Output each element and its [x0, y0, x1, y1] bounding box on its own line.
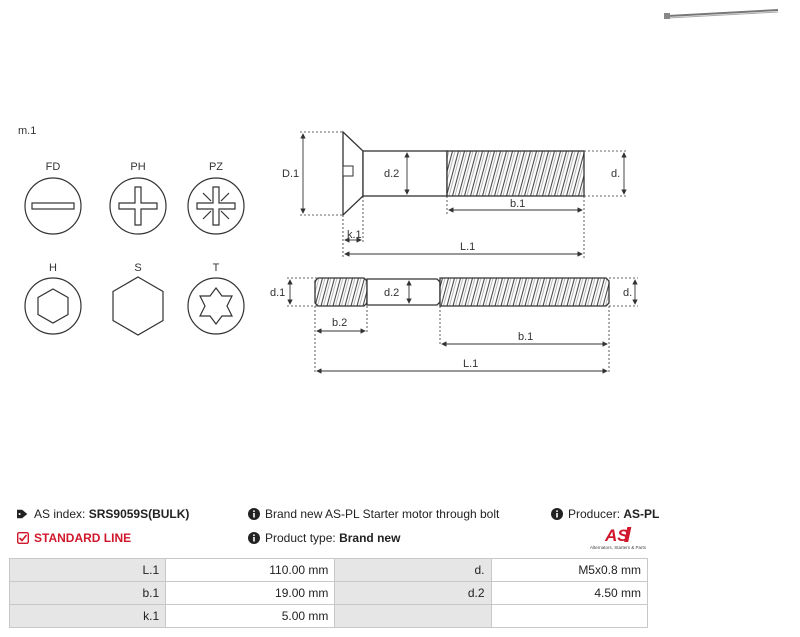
- phillips-head-icon: [109, 177, 167, 235]
- spec-value: [490, 604, 649, 628]
- dim-b1-label: b.1: [510, 198, 525, 210]
- head-type-ph-label: PH: [130, 161, 145, 173]
- checkbox-checked-icon: [17, 532, 29, 544]
- spec-value: 110.00 mm: [165, 558, 336, 582]
- spec-key: L.1: [8, 558, 167, 582]
- svg-text:Alternators, Starters & Parts: Alternators, Starters & Parts: [590, 545, 647, 550]
- spec-key: [334, 604, 492, 628]
- pozidriv-head-icon: [187, 177, 245, 235]
- hex-socket-head-icon: [24, 277, 82, 335]
- head-type-pz-label: PZ: [209, 161, 223, 173]
- dim-d-label: d.: [611, 168, 620, 180]
- slotted-head-icon: [24, 177, 82, 235]
- spec-key: d.2: [334, 581, 492, 605]
- head-type-fd-label: FD: [46, 161, 61, 173]
- head-type-t-label: T: [213, 262, 220, 274]
- spec-value: 4.50 mm: [490, 581, 649, 605]
- bolt-stud-drawing: [314, 277, 610, 307]
- standard-line-label: STANDARD LINE: [34, 531, 132, 545]
- standard-line-badge: STANDARD LINE: [17, 531, 131, 545]
- product-description: Brand new AS-PL Starter motor through bo…: [248, 507, 499, 521]
- head-type-s-label: S: [134, 262, 141, 274]
- specs-table: L.1 110.00 mm d. M5x0.8 mm b.1 19.00 mm …: [8, 558, 649, 628]
- as-index-label: AS index:: [34, 507, 86, 521]
- dim-L1-label-bottom: L.1: [463, 358, 478, 370]
- spec-key: b.1: [8, 581, 167, 605]
- table-row: k.1 5.00 mm: [8, 604, 649, 628]
- spec-value: 5.00 mm: [165, 604, 336, 628]
- description-text: Brand new AS-PL Starter motor through bo…: [265, 507, 500, 521]
- info-icon: [248, 532, 260, 544]
- product-type-label: Product type:: [265, 531, 336, 545]
- svg-text:AS: AS: [604, 526, 629, 545]
- dim-L1-label: L.1: [460, 241, 475, 253]
- as-pl-logo: AS Alternators, Starters & Parts: [583, 524, 653, 552]
- dim-d2-label-bottom: d.2: [384, 287, 399, 299]
- producer: Producer: AS-PL: [551, 507, 659, 521]
- spec-value: M5x0.8 mm: [490, 558, 649, 582]
- head-types: FD PH PZ H S T: [46, 161, 224, 274]
- producer-label: Producer:: [568, 507, 621, 521]
- hex-head-icon: [112, 276, 164, 336]
- table-row: b.1 19.00 mm d.2 4.50 mm: [8, 581, 649, 605]
- dim-k1-label: k.1: [347, 229, 362, 241]
- product-thumbnail: [664, 9, 779, 19]
- technical-drawing: m.1 FD PH PZ H S T: [18, 9, 779, 374]
- dim-b1-label-bottom: b.1: [518, 331, 533, 343]
- product-type: Product type: Brand new: [248, 531, 400, 545]
- spec-value: 19.00 mm: [165, 581, 336, 605]
- table-row: L.1 110.00 mm d. M5x0.8 mm: [8, 558, 649, 582]
- dim-d1-label: d.1: [270, 287, 285, 299]
- as-index-value: SRS9059S(BULK): [88, 507, 190, 521]
- spec-key: d.: [334, 558, 492, 582]
- dim-D1-label: D.1: [282, 168, 299, 180]
- bolt-countersunk-drawing: [342, 130, 585, 217]
- dim-d-label-bottom: d.: [623, 287, 632, 299]
- producer-value: AS-PL: [623, 507, 660, 521]
- torx-head-icon: [187, 277, 245, 335]
- dim-d2-label: d.2: [384, 168, 399, 180]
- product-type-value: Brand new: [339, 531, 401, 545]
- as-index: AS index: SRS9059S(BULK): [17, 507, 189, 521]
- info-icon: [248, 508, 260, 520]
- variant-label: m.1: [18, 125, 36, 137]
- dim-b2-label: b.2: [332, 317, 347, 329]
- spec-key: k.1: [8, 604, 167, 628]
- tags-icon: [17, 509, 28, 519]
- info-icon: [551, 508, 563, 520]
- head-type-h-label: H: [49, 262, 57, 274]
